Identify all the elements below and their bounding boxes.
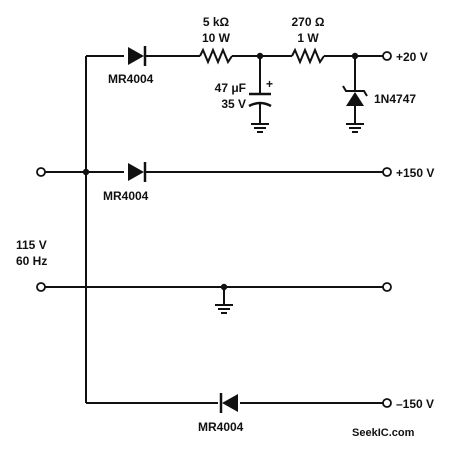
capacitor-plate-bottom <box>248 101 272 108</box>
output-terminal-minus150 <box>382 398 392 408</box>
d2-part-label: MR4004 <box>103 189 149 203</box>
diode-d1-body <box>128 47 144 65</box>
input-terminal-neutral <box>36 282 46 292</box>
c1-polarity-label: + <box>266 77 273 91</box>
r1-value-label: 5 kΩ <box>203 15 230 29</box>
c1-value-label: 47 μF <box>215 81 246 95</box>
terminals <box>36 51 392 408</box>
output-plus150-label: +150 V <box>396 166 434 180</box>
zener-part-label: 1N4747 <box>374 92 416 106</box>
diode-d2 <box>128 162 147 182</box>
c1-rating-label: 35 V <box>221 97 246 111</box>
resistor-r2 <box>291 47 325 65</box>
input-voltage-label: 115 V <box>16 238 47 252</box>
junction-dot <box>82 168 90 176</box>
junction-dot <box>220 283 228 291</box>
resistor-r1 <box>199 47 233 65</box>
r2-value-label: 270 Ω <box>292 15 325 29</box>
diode-d3 <box>219 393 238 413</box>
output-terminal-plus150 <box>382 167 392 177</box>
output-plus20-label: +20 V <box>396 50 428 64</box>
junction-dot <box>351 52 359 60</box>
ground-neutral <box>215 304 233 314</box>
junctions <box>82 52 359 291</box>
d3-part-label: MR4004 <box>198 420 244 434</box>
capacitor-c1 <box>248 92 272 108</box>
wires <box>45 55 383 404</box>
input-terminal-line <box>36 167 46 177</box>
ground-cap <box>251 123 269 133</box>
output-minus150-label: –150 V <box>396 397 434 411</box>
output-terminal-plus20 <box>382 51 392 61</box>
zener-bar <box>342 85 368 97</box>
output-terminal-common <box>382 282 392 292</box>
zener-body <box>346 92 364 106</box>
junction-dot <box>256 52 264 60</box>
d1-part-label: MR4004 <box>108 72 154 86</box>
ground-zener <box>346 123 364 133</box>
diode-d1 <box>128 46 147 66</box>
diode-d2-body <box>128 163 144 181</box>
input-frequency-label: 60 Hz <box>16 254 47 268</box>
diode-d3-body <box>222 394 238 412</box>
r2-rating-label: 1 W <box>297 31 319 45</box>
watermark: SeekIC.com <box>352 427 415 439</box>
zener-diode <box>342 85 368 106</box>
r1-rating-label: 10 W <box>202 31 231 45</box>
